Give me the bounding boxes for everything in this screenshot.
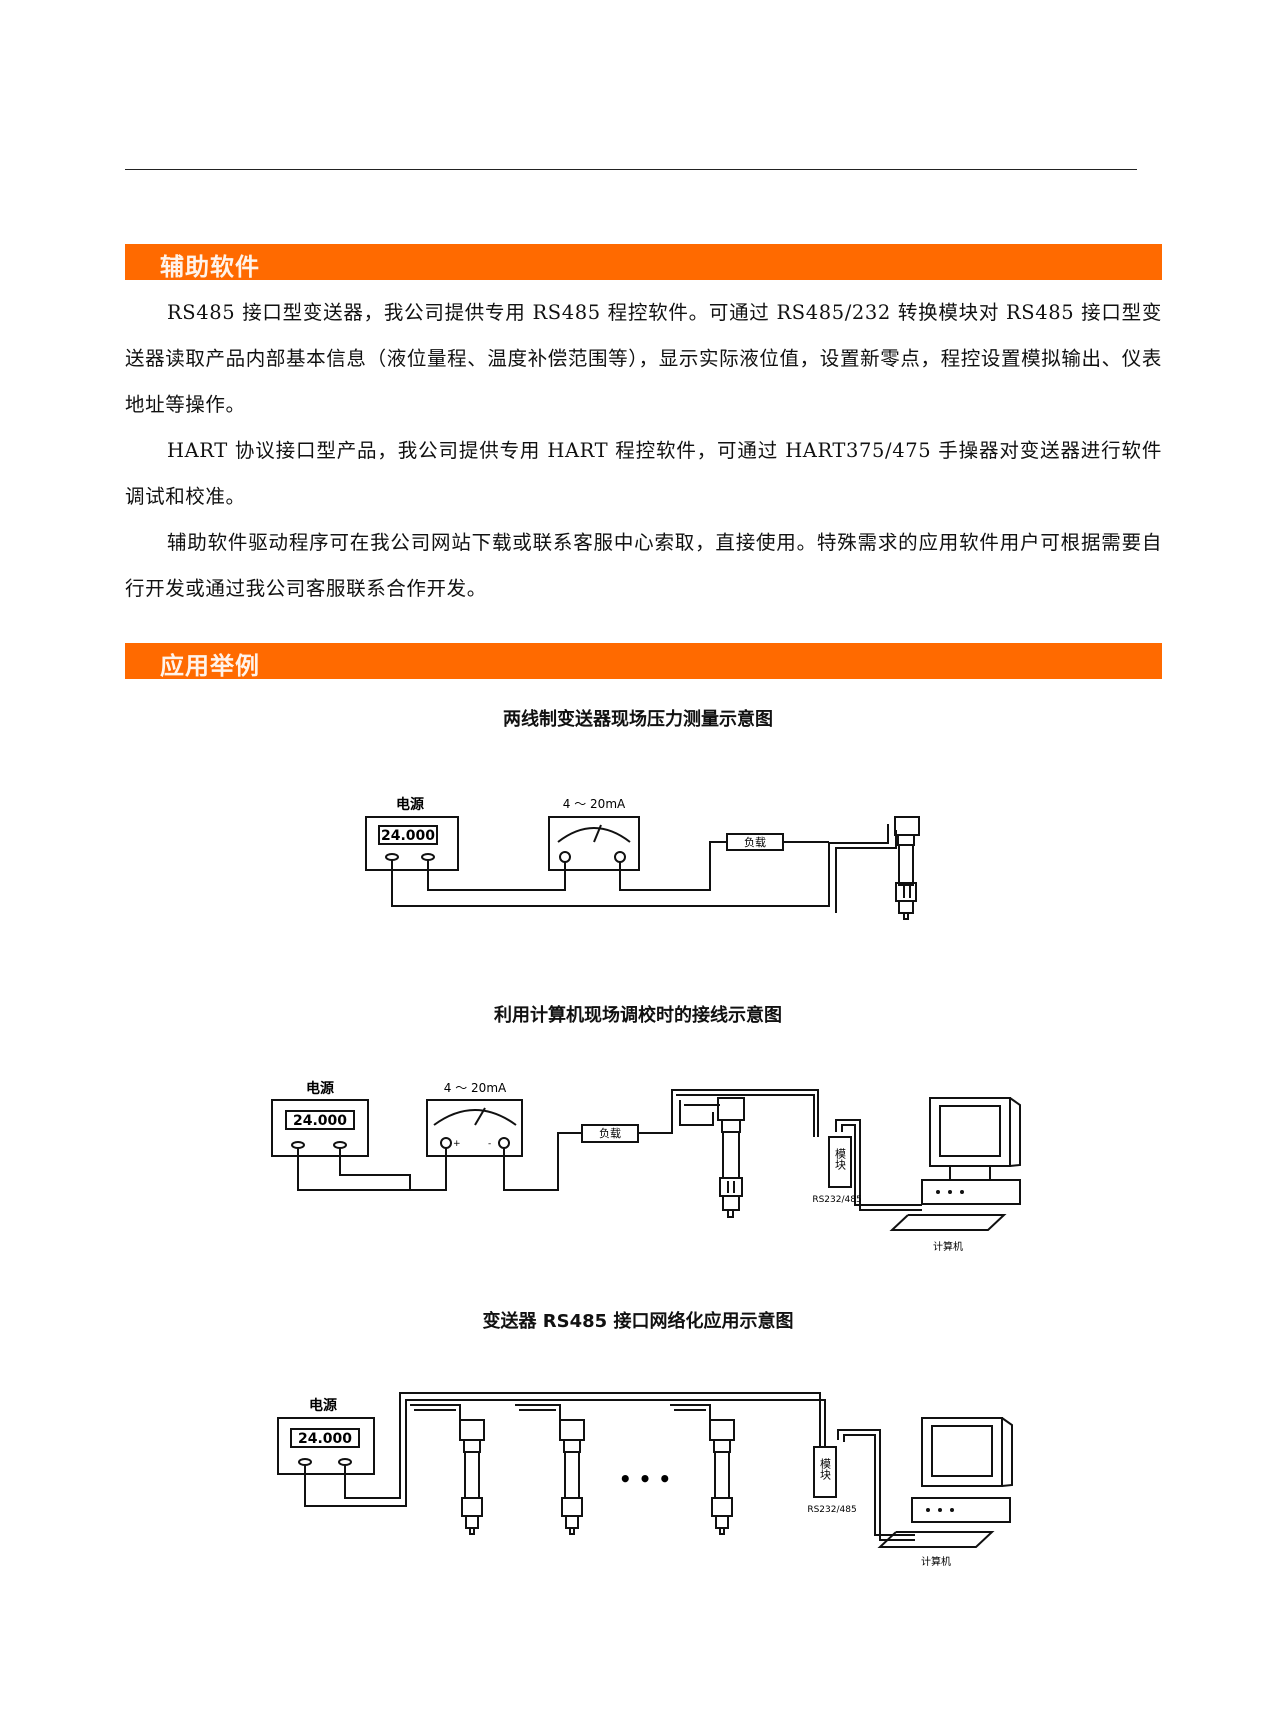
computer-case bbox=[921, 1179, 1021, 1205]
interface-label: RS232/485 bbox=[807, 1505, 856, 1515]
load-label: 负载 bbox=[599, 1126, 621, 1140]
interface-label: RS232/485 bbox=[812, 1195, 861, 1205]
power-display bbox=[285, 1110, 355, 1130]
computer-calibration-diagram: 电源 24.000 4 ～ 20mA + - 负载 模块 RS232/485 计… bbox=[271, 1080, 1021, 1253]
diagram-title: 利用计算机现场调校时的接线示意图 bbox=[494, 1005, 782, 1026]
software-text: RS485 接口型变送器，我公司提供专用 RS485 程控软件。可通过 RS48… bbox=[125, 290, 1162, 612]
meter-plus: + bbox=[453, 1139, 461, 1149]
current-meter bbox=[426, 1099, 523, 1157]
display-value: 24.000 bbox=[381, 828, 435, 844]
transmitter-1 bbox=[459, 1419, 485, 1535]
section-header-software: 辅助软件 bbox=[125, 244, 1162, 281]
power-supply-box bbox=[365, 816, 459, 871]
module-box bbox=[813, 1446, 837, 1498]
power-label: 电源 bbox=[309, 1397, 337, 1414]
meter-label: 4 ～ 20mA bbox=[563, 797, 626, 811]
module-label: 模块 bbox=[834, 1148, 847, 1171]
paragraph: HART 协议接口型产品，我公司提供专用 HART 程控软件，可通过 HART3… bbox=[125, 439, 1162, 508]
section-title: 辅助软件 bbox=[160, 253, 260, 281]
section-header-examples: 应用举例 bbox=[125, 643, 1162, 680]
power-supply-box bbox=[277, 1417, 375, 1475]
diagram-title: 两线制变送器现场压力测量示意图 bbox=[503, 709, 773, 730]
current-meter bbox=[548, 816, 640, 871]
load-label: 负载 bbox=[744, 835, 766, 849]
computer-label: 计算机 bbox=[933, 1240, 963, 1253]
keyboard bbox=[889, 1214, 1007, 1231]
meter-minus: - bbox=[488, 1139, 491, 1149]
power-label: 电源 bbox=[306, 1080, 334, 1097]
computer-case bbox=[911, 1497, 1011, 1523]
module-label: 模块 bbox=[819, 1458, 832, 1481]
meter-label: 4 ～ 20mA bbox=[444, 1081, 507, 1095]
computer-label: 计算机 bbox=[921, 1555, 951, 1568]
transmitter-head bbox=[717, 1097, 745, 1121]
power-label: 电源 bbox=[396, 796, 424, 813]
two-wire-diagram: 电源 24.000 4 ～ 20mA 负载 bbox=[365, 796, 920, 920]
keyboard bbox=[877, 1531, 995, 1548]
rs485-network-diagram: 电源 24.000 • • • 模块 RS232/485 计算机 bbox=[277, 1392, 1013, 1568]
module-box bbox=[828, 1136, 852, 1188]
section-title: 应用举例 bbox=[160, 652, 260, 680]
power-display bbox=[378, 825, 438, 845]
paragraph: RS485 接口型变送器，我公司提供专用 RS485 程控软件。可通过 RS48… bbox=[125, 301, 1162, 416]
power-display bbox=[290, 1428, 360, 1448]
paragraph: 辅助软件驱动程序可在我公司网站下载或联系客服中心索取，直接使用。特殊需求的应用软… bbox=[125, 531, 1162, 600]
transmitter-3 bbox=[709, 1419, 735, 1535]
transmitter-head bbox=[894, 816, 920, 836]
monitor bbox=[929, 1097, 1011, 1167]
power-supply-box bbox=[271, 1099, 369, 1157]
diagram-title: 变送器 RS485 接口网络化应用示意图 bbox=[482, 1311, 794, 1332]
monitor bbox=[921, 1417, 1003, 1487]
transmitter-2 bbox=[559, 1419, 585, 1535]
ellipsis: • • • bbox=[619, 1467, 671, 1491]
header-rule bbox=[125, 169, 1137, 170]
display-value: 24.000 bbox=[298, 1431, 352, 1447]
display-value: 24.000 bbox=[293, 1113, 347, 1129]
